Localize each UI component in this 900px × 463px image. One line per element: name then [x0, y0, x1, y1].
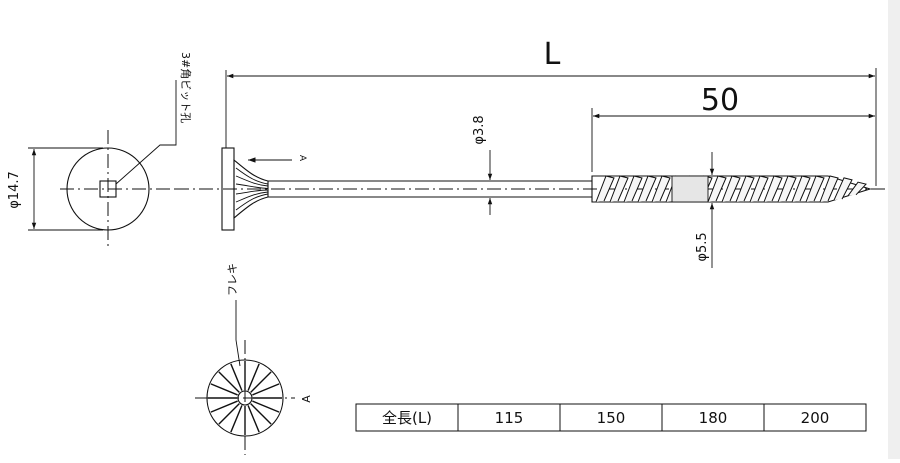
- thread-diameter-label: φ5.5: [695, 232, 710, 261]
- bit-hole-label: 3#角ビット孔: [179, 52, 192, 123]
- thread-flight: [819, 175, 839, 203]
- thread-flight: [595, 175, 615, 203]
- technical-drawing: 3#角ビット孔 φ14.7 A: [7, 37, 888, 455]
- flange-rib: [210, 383, 238, 396]
- thread-length-label: 50: [701, 83, 739, 118]
- thread-flight: [651, 175, 671, 203]
- head-diameter-label: φ14.7: [7, 171, 22, 209]
- view-a-flange: フレキ A: [195, 263, 313, 455]
- window-scrollbar-gutter: [888, 0, 900, 459]
- view-a-label: A: [300, 395, 313, 403]
- thread-flight: [609, 175, 629, 203]
- flange-rib: [218, 403, 240, 425]
- table-value: 150: [597, 409, 626, 427]
- thread-section: [591, 175, 872, 203]
- bit-hole-leader: [115, 80, 177, 185]
- head-end-view: 3#角ビット孔 φ14.7: [7, 52, 192, 246]
- table-cell-2: [559, 403, 663, 432]
- view-a-ref-label: A: [297, 155, 307, 162]
- flange-rib: [247, 363, 260, 391]
- thread-flight: [721, 175, 741, 203]
- thread-flight: [805, 175, 825, 203]
- flange-rib: [218, 371, 240, 393]
- thread-flight: [833, 177, 853, 201]
- dimension-annotations: L 50 φ3.8 φ5.5: [225, 37, 877, 268]
- thread-flight: [791, 175, 811, 203]
- thread-flight: [847, 181, 867, 197]
- length-table: 全長(L) 115 150 180 200: [355, 403, 867, 432]
- table-cell-4: [763, 403, 867, 432]
- thread-flight: [707, 175, 727, 203]
- flange-rib: [250, 403, 272, 425]
- table-header: 全長(L): [382, 409, 432, 427]
- table-header-cell: [355, 403, 459, 432]
- flange-rib: [252, 400, 280, 413]
- table-value: 115: [495, 409, 524, 427]
- flange-rib: [210, 400, 238, 413]
- screw-side-view: A: [175, 147, 888, 231]
- shank-diameter-label: φ3.8: [472, 115, 487, 144]
- flange-rib: [250, 371, 272, 393]
- table-value: 180: [699, 409, 728, 427]
- bit-hole-square: [99, 180, 117, 198]
- flange-rib: [230, 363, 243, 391]
- thread-flight: [763, 175, 783, 203]
- flange-leader: [235, 300, 241, 367]
- overall-length-label: L: [544, 37, 561, 72]
- flange-rib: [247, 405, 260, 433]
- flange-label: フレキ: [226, 263, 239, 296]
- thread-cutter-band: [671, 175, 709, 203]
- flange-rib: [252, 383, 280, 396]
- thread-flight: [623, 175, 643, 203]
- thread-flight: [749, 175, 769, 203]
- table-cell-3: [661, 403, 765, 432]
- thread-flight: [637, 175, 657, 203]
- table-value: 200: [801, 409, 830, 427]
- thread-flight: [777, 175, 797, 203]
- thread-flight: [735, 175, 755, 203]
- flange-rib: [230, 405, 243, 433]
- thread-flights: [595, 175, 867, 203]
